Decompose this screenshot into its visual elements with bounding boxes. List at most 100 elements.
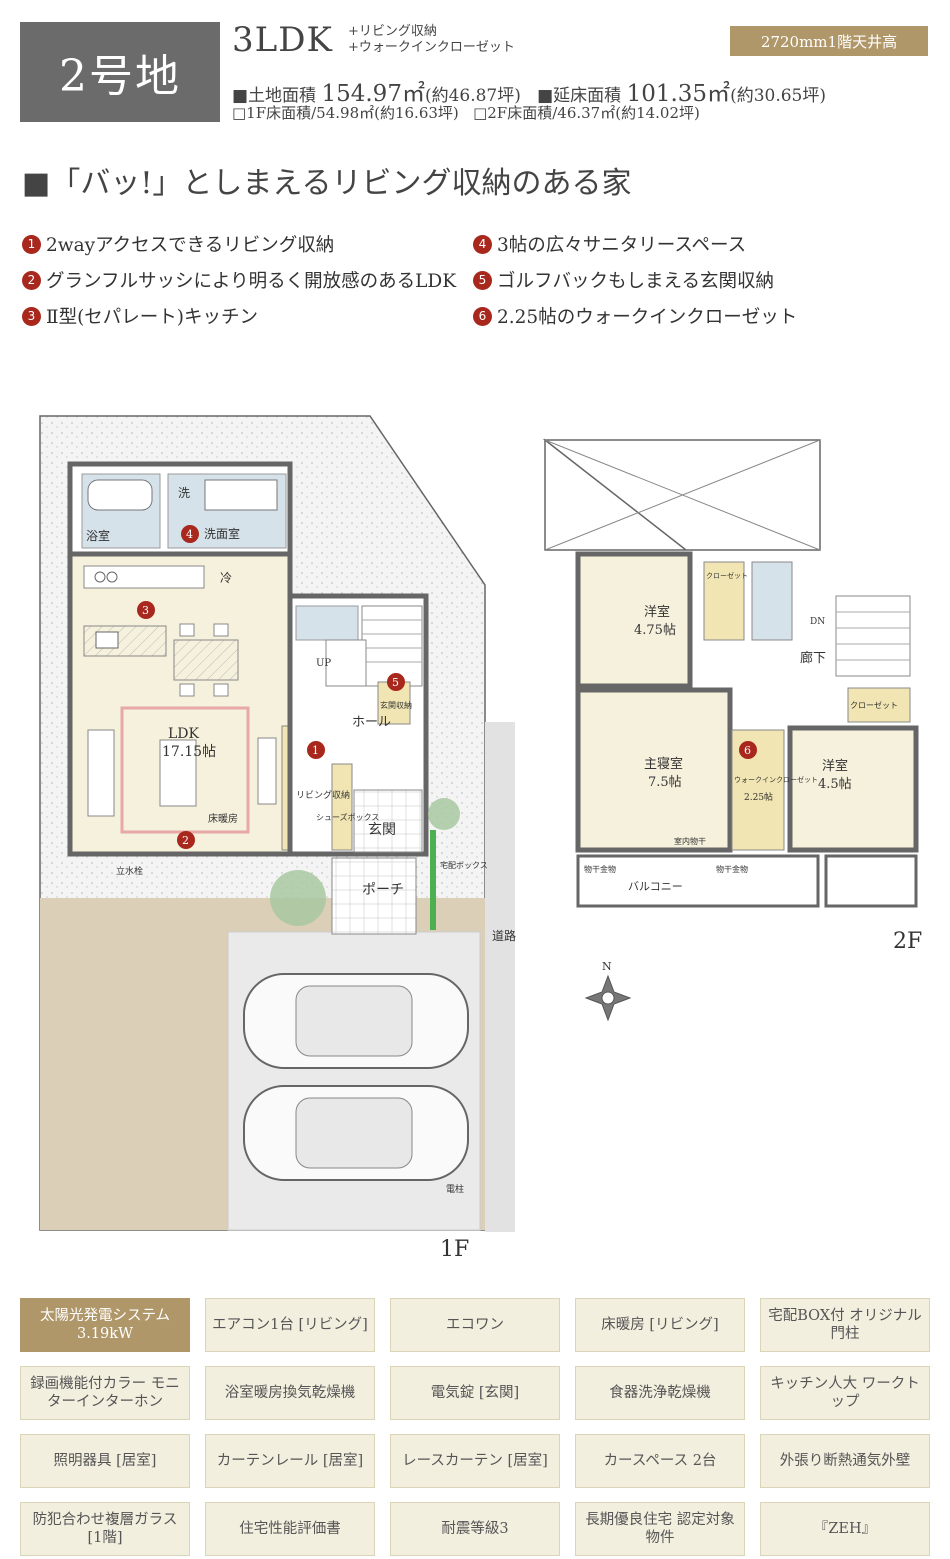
master-bedroom: [575, 687, 733, 853]
entrance-floor: [353, 789, 423, 853]
svg-text:5: 5: [392, 676, 399, 689]
room-western-1: [575, 551, 693, 689]
vanity: [204, 479, 278, 511]
feature-text: ゴルフバックもしまえる玄関収納: [497, 271, 774, 292]
feature-number: 2: [22, 270, 41, 290]
feature-number: 5: [473, 270, 492, 290]
equipment-item: 録画機能付カラー モニターインターホン: [20, 1366, 190, 1420]
label-room2: 洋室: [822, 758, 848, 774]
label-entry-storage: 玄関収納: [380, 700, 412, 710]
equipment-item: カーテンレール [居室]: [205, 1434, 375, 1488]
floor-area-tsubo: (約30.65坪): [730, 86, 826, 106]
label-up: UP: [316, 658, 331, 669]
closet-2: [847, 687, 911, 723]
balcony: [576, 854, 820, 908]
label-closet1: クローゼット: [706, 571, 748, 580]
feature-number: 3: [22, 306, 41, 326]
equipment-item: 住宅性能評価書: [205, 1502, 375, 1556]
lot-badge: 2号地: [20, 22, 220, 122]
ceiling-height-badge: 2720mm1階天井高: [730, 26, 928, 56]
label-entrance: 玄関: [368, 821, 396, 838]
equipment-grid: 太陽光発電システム 3.19kW エアコン1台 [リビング] エコワン 床暖房 …: [20, 1298, 930, 1556]
svg-text:2: 2: [182, 834, 189, 847]
car-icon: [243, 1085, 469, 1181]
land-area-label: ■土地面積: [232, 86, 317, 106]
porch: [331, 857, 417, 935]
kitchen-counter: [83, 565, 205, 589]
bathtub: [87, 479, 153, 511]
shoe-box: [331, 763, 353, 851]
headline: ■「バッ!」としまえるリビング収納のある家: [22, 166, 632, 201]
equipment-item: 耐震等級3: [390, 1502, 560, 1556]
equipment-item: 照明器具 [居室]: [20, 1434, 190, 1488]
svg-text:3: 3: [142, 604, 149, 617]
equipment-item: キッチン人大 ワークトップ: [760, 1366, 930, 1420]
sink: [95, 631, 119, 649]
compass-icon: [584, 974, 632, 1022]
equipment-item: 宅配BOX付 オリジナル門柱: [760, 1298, 930, 1352]
car-icon: [243, 973, 469, 1069]
label-room1: 洋室: [644, 604, 670, 620]
floor-areas: □1F床面積/54.98㎡(約16.63坪) □2F床面積/46.37㎡(約14…: [232, 102, 700, 123]
area-summary: ■土地面積 154.97㎡(約46.87坪) ■延床面積 101.35㎡(約30…: [232, 74, 826, 108]
equipment-item: 防犯合わせ複層ガラス [1階]: [20, 1502, 190, 1556]
label-road: 道路: [492, 928, 516, 943]
plan-extras: +リビング収納 +ウォークインクローゼット: [348, 24, 515, 56]
label-washroom: 洗面室: [204, 526, 240, 541]
floor-plan-drawing: 1F 浴室 洗 4 洗面室 冷 3 LDK 17.15帖 床暖房 2 UP ホー…: [39, 415, 922, 1262]
tree-icon: [270, 870, 326, 926]
feature-text: 3帖の広々サニタリースペース: [497, 235, 747, 256]
marker-5: [387, 673, 405, 691]
label-living-storage: リビング収納: [296, 789, 350, 801]
label-ldk: LDK: [168, 726, 200, 742]
balcony-small: [824, 854, 918, 908]
label-pole: 電柱: [446, 1183, 464, 1195]
floor-label-2f: 2F: [893, 929, 922, 954]
label-ldk-size: 17.15帖: [162, 744, 216, 760]
label-wash-machine: 洗: [178, 486, 190, 500]
marker-3: [137, 601, 155, 619]
label-wic-size: 2.25帖: [744, 791, 773, 803]
equipment-item: 浴室暖房換気乾燥機: [205, 1366, 375, 1420]
feature-number: 6: [473, 306, 492, 326]
equipment-item-solar: 太陽光発電システム 3.19kW: [20, 1298, 190, 1352]
label-bath: 浴室: [86, 528, 110, 543]
feature-number: 4: [473, 234, 492, 254]
equipment-item: 長期優良住宅 認定対象物件: [575, 1502, 745, 1556]
house-2f: [542, 438, 919, 908]
equipment-item: カースペース 2台: [575, 1434, 745, 1488]
marker-4: [181, 525, 199, 543]
label-corridor: 廊下: [800, 650, 826, 666]
label-shoe-box: シューズボックス: [316, 812, 379, 822]
floor2-area: □2F床面積/46.37㎡(約14.02坪): [473, 104, 700, 122]
label-dn: DN: [810, 617, 825, 627]
land-area-value: 154.97㎡: [321, 81, 425, 107]
closet-1: [703, 561, 745, 641]
stairs-1f: [361, 605, 423, 687]
coffee-table: [159, 739, 197, 807]
label-room1-size: 4.75帖: [634, 623, 676, 638]
label-master-size: 7.5帖: [648, 775, 682, 790]
equipment-item: レースカーテン [居室]: [390, 1434, 560, 1488]
feature-text: グランフルサッシにより明るく開放感のあるLDK: [46, 271, 457, 292]
toilet-2f: [751, 561, 793, 641]
stairs-2f: [835, 595, 911, 677]
svg-text:6: 6: [744, 744, 751, 757]
floor-label-1f: 1F: [440, 1237, 469, 1262]
label-room2-size: 4.5帖: [818, 777, 852, 792]
label-delivery-box: 宅配ボックス: [440, 860, 488, 870]
label-porch: ポーチ: [362, 882, 404, 898]
marker-1: [307, 741, 325, 759]
floor1-area: □1F床面積/54.98㎡(約16.63坪): [232, 104, 459, 122]
plan-extra-living-storage: +リビング収納: [348, 24, 437, 39]
equipment-item: エアコン1台 [リビング]: [205, 1298, 375, 1352]
marker-6: [739, 741, 757, 759]
sofa: [87, 729, 115, 817]
